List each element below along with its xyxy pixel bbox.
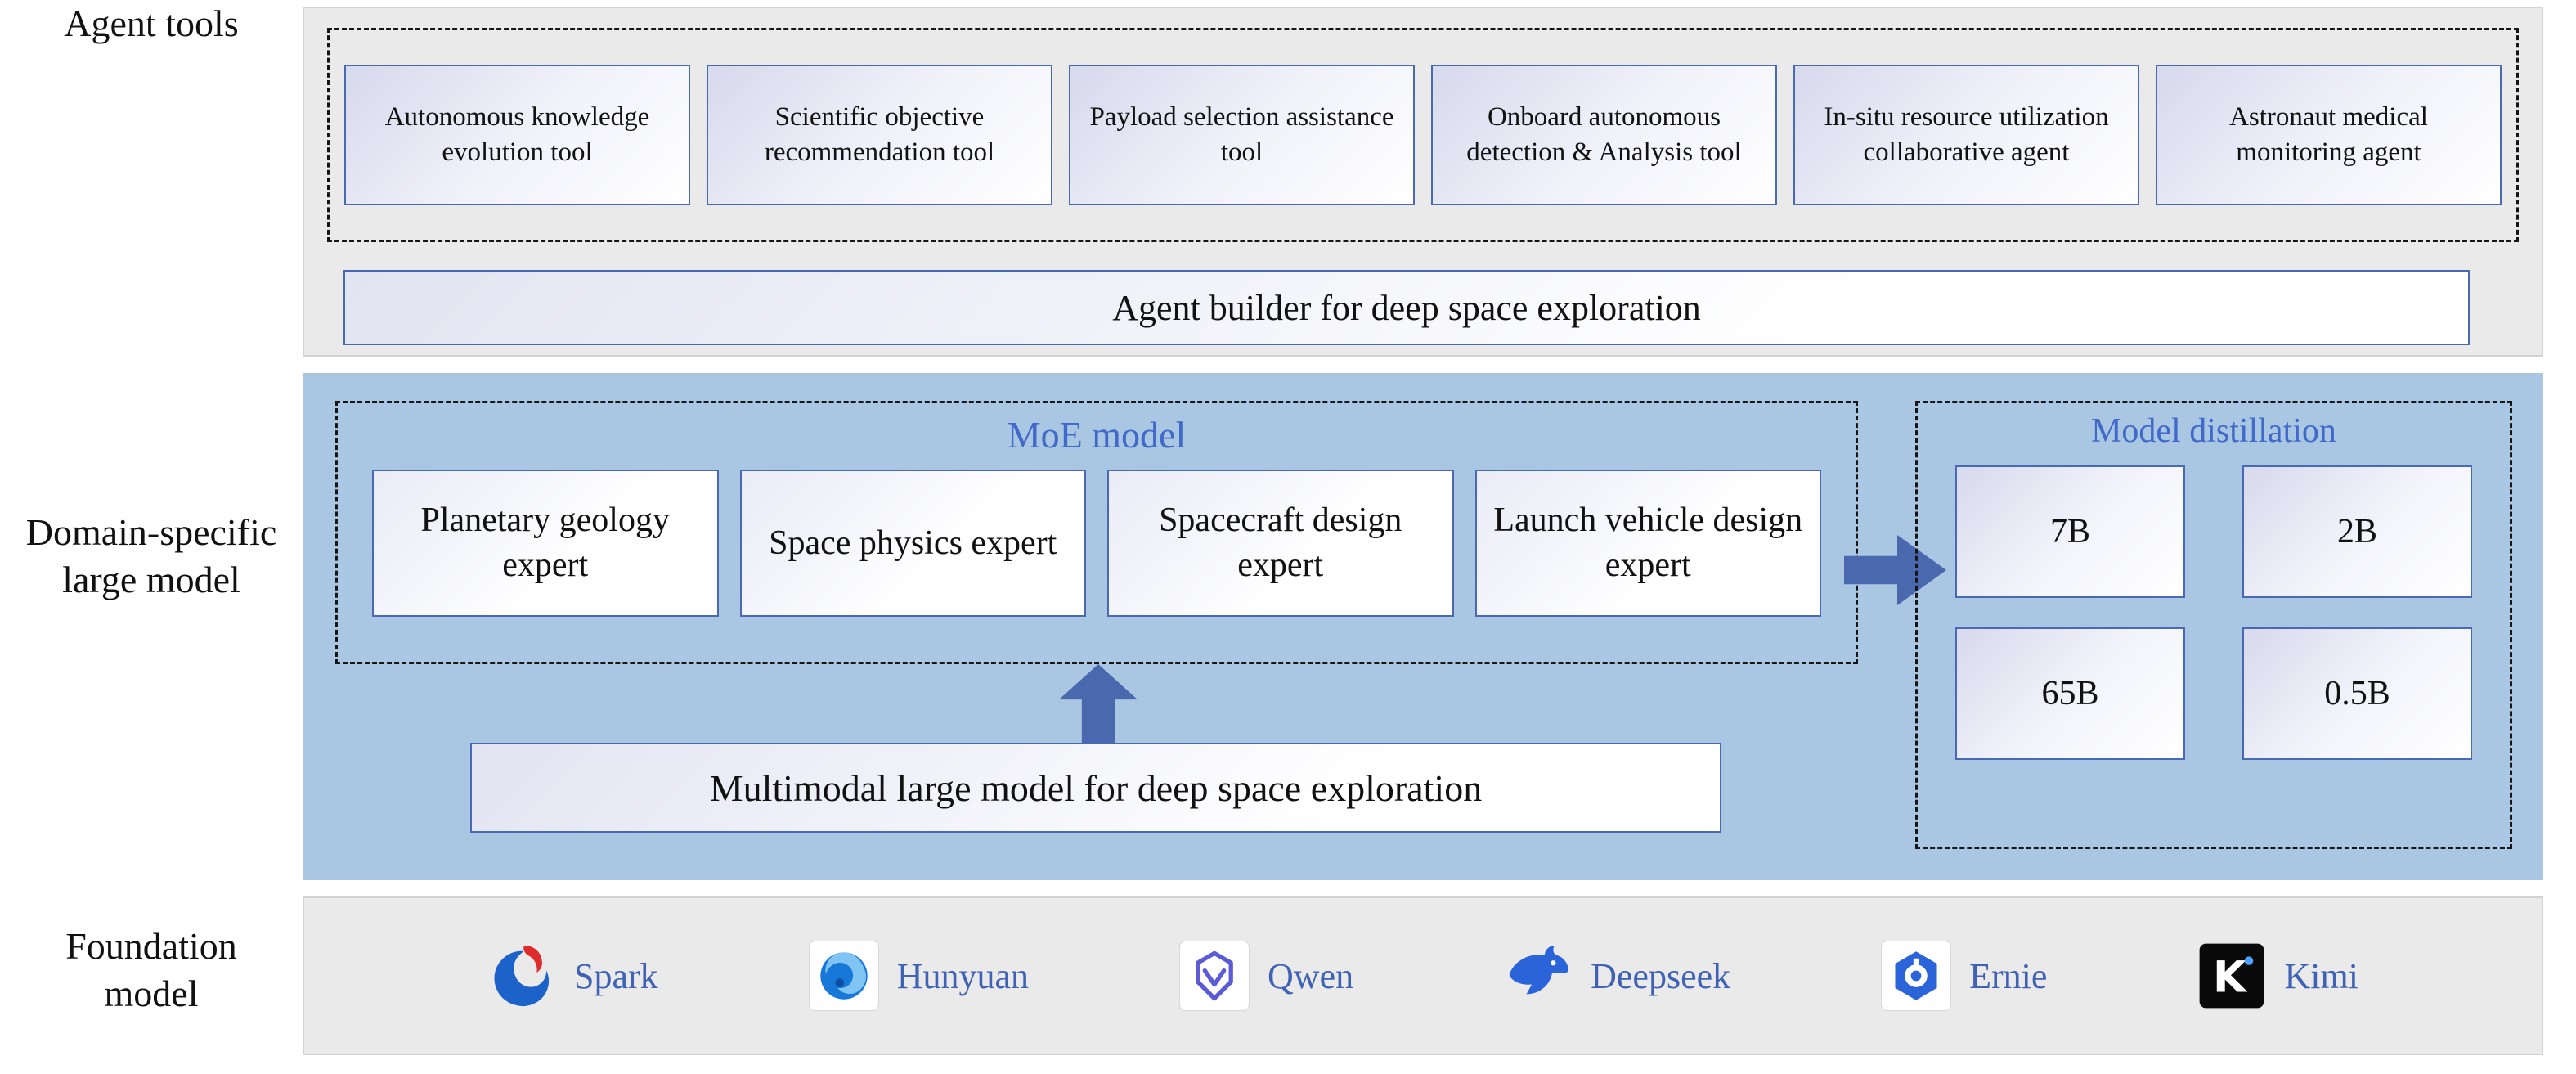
model-distillation-dashed-group: Model distillation 7B 2B 65B 0.5B	[1915, 401, 2512, 849]
agent-tools-dashed-group: Autonomous knowledge evolution tool Scie…	[327, 28, 2519, 242]
kimi-logo-icon: K	[2197, 941, 2266, 1010]
agent-tools-section: Autonomous knowledge evolution tool Scie…	[303, 7, 2543, 357]
tool-box-knowledge-evolution: Autonomous knowledge evolution tool	[344, 65, 690, 205]
layer-label-foundation-model: Foundation model	[65, 925, 237, 1014]
expert-box-planetary-geology: Planetary geology expert	[372, 470, 719, 617]
qwen-logo-icon	[1179, 941, 1250, 1011]
foundation-label-ernie: Ernie	[1969, 955, 2048, 996]
foundation-label-qwen: Qwen	[1268, 955, 1354, 996]
foundation-models-row: Spark Hunyuan	[304, 898, 2542, 1054]
size-box-65b: 65B	[1955, 627, 2185, 760]
moe-model-title: MoE model	[1007, 414, 1187, 456]
foundation-item-spark: Spark	[487, 941, 658, 1010]
foundation-item-ernie: Ernie	[1881, 941, 2047, 1011]
tool-box-astronaut-medical: Astronaut medical monitoring agent	[2156, 65, 2502, 205]
tool-box-payload-selection: Payload selection assistance tool	[1069, 65, 1415, 205]
moe-model-dashed-group: MoE model Planetary geology expert Space…	[335, 401, 1858, 664]
foundation-item-kimi: K Kimi	[2197, 941, 2358, 1010]
arrow-up-icon	[1059, 664, 1138, 744]
foundation-label-hunyuan: Hunyuan	[896, 955, 1029, 996]
domain-model-section: MoE model Planetary geology expert Space…	[303, 373, 2543, 880]
spark-logo-icon	[487, 941, 556, 1010]
multimodal-model-box: Multimodal large model for deep space ex…	[470, 743, 1721, 833]
foundation-label-kimi: Kimi	[2284, 955, 2358, 996]
foundation-item-hunyuan: Hunyuan	[808, 941, 1029, 1011]
expert-box-spacecraft-design: Spacecraft design expert	[1107, 470, 1454, 617]
size-box-05b: 0.5B	[2242, 627, 2472, 760]
tool-box-onboard-detection: Onboard autonomous detection & Analysis …	[1431, 65, 1777, 205]
expert-box-space-physics: Space physics expert	[739, 470, 1086, 617]
tool-box-scientific-objective: Scientific objective recommendation tool	[707, 65, 1052, 205]
foundation-item-deepseek: Deepseek	[1504, 941, 1730, 1010]
foundation-label-spark: Spark	[574, 955, 658, 996]
foundation-model-section: Spark Hunyuan	[303, 896, 2543, 1055]
size-box-2b: 2B	[2242, 465, 2472, 598]
svg-text:K: K	[2214, 953, 2249, 1003]
foundation-label-deepseek: Deepseek	[1591, 955, 1731, 996]
moe-experts-row: Planetary geology expert Space physics e…	[338, 470, 1856, 617]
agent-builder-box: Agent builder for deep space exploration	[343, 270, 2470, 345]
deepseek-logo-icon	[1504, 941, 1573, 1010]
model-distillation-title: Model distillation	[2091, 412, 2336, 450]
ernie-logo-icon	[1881, 941, 1952, 1011]
distillation-size-grid: 7B 2B 65B 0.5B	[1918, 451, 2510, 760]
size-box-7b: 7B	[1955, 465, 2185, 598]
tool-box-insitu-resource: In-situ resource utilization collaborati…	[1793, 65, 2139, 205]
layer-label-domain-model: Domain-specific large model	[25, 511, 277, 600]
hunyuan-logo-icon	[808, 941, 879, 1011]
foundation-item-qwen: Qwen	[1179, 941, 1353, 1011]
layer-label-agent-tools: Agent tools	[64, 2, 239, 44]
expert-box-launch-vehicle: Launch vehicle design expert	[1474, 470, 1821, 617]
